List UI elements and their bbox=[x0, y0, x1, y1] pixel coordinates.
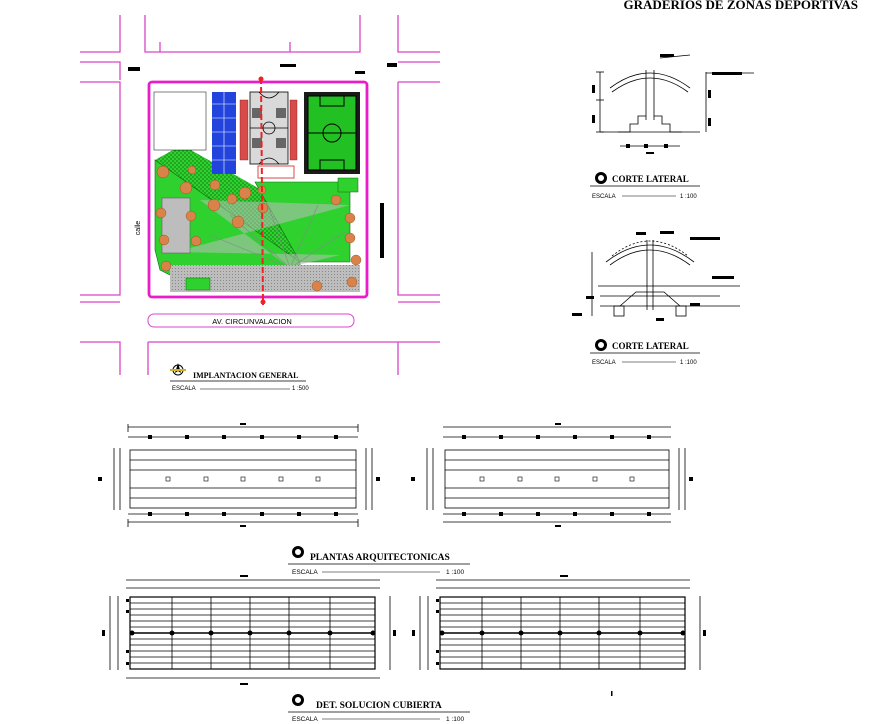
scale-value: 1 :100 bbox=[446, 716, 464, 723]
north-arrow-icon bbox=[595, 172, 607, 184]
north-arrow-icon bbox=[292, 694, 304, 706]
title-plantas: PLANTAS ARQUITECTONICAS ESCALA 1 :100 bbox=[288, 546, 470, 576]
scale-label: ESCALA bbox=[292, 569, 318, 576]
planta-right-marks bbox=[411, 423, 693, 527]
scale-label: ESCALA bbox=[292, 716, 318, 723]
street-label-south: AV. CIRCUNVALACION bbox=[212, 317, 291, 326]
north-arrow-icon bbox=[292, 546, 304, 558]
title-plantas-text: PLANTAS ARQUITECTONICAS bbox=[310, 553, 450, 563]
open-lot bbox=[153, 91, 207, 151]
soccer-field bbox=[304, 92, 360, 174]
cubierta-left bbox=[109, 579, 391, 679]
bleachers-red bbox=[239, 99, 298, 161]
trees bbox=[155, 165, 362, 292]
scale-value: 1 :100 bbox=[680, 360, 697, 366]
title-corte-2-text: CORTE LATERAL bbox=[612, 341, 689, 351]
parking-area bbox=[185, 177, 359, 291]
north-arrow-icon bbox=[595, 339, 607, 351]
title-corte-1-text: CORTE LATERAL bbox=[612, 174, 689, 184]
basketball-courts bbox=[249, 91, 289, 165]
title-cubierta-text: DET. SOLUCION CUBIERTA bbox=[316, 701, 442, 711]
section-axis bbox=[260, 77, 264, 306]
vegetation-area-east bbox=[254, 181, 351, 263]
sheet-title: GRADERIOS DE ZONAS DEPORTIVAS bbox=[624, 0, 858, 12]
planta-left-columns bbox=[165, 476, 321, 482]
corte-2-marks bbox=[572, 231, 734, 321]
title-implantacion-text: IMPLANTACION GENERAL bbox=[193, 371, 298, 380]
corte-lateral-1 bbox=[596, 54, 754, 147]
title-corte-1: CORTE LATERAL ESCALA 1 :100 bbox=[590, 172, 700, 200]
title-cubierta: DET. SOLUCION CUBIERTA ESCALA 1 :100 bbox=[288, 694, 470, 723]
court-blue-strip bbox=[212, 92, 236, 174]
plaza-fan-rays bbox=[209, 204, 346, 269]
scale-label: ESCALA bbox=[592, 360, 616, 366]
planta-right-columns bbox=[479, 476, 635, 482]
cubierta-right-nodes bbox=[412, 575, 706, 696]
north-arrow-icon bbox=[170, 363, 186, 376]
planta-right bbox=[426, 426, 686, 523]
street-label-west: calle bbox=[135, 221, 142, 236]
title-corte-2: CORTE LATERAL ESCALA 1 :100 bbox=[590, 339, 700, 366]
site-plan: AV. CIRCUNVALACION calle bbox=[80, 15, 440, 375]
avenue-outline bbox=[147, 313, 355, 328]
planta-left-marks bbox=[98, 423, 380, 527]
street-lines bbox=[80, 15, 440, 375]
scale-value: 1 :500 bbox=[292, 386, 309, 392]
corte-lateral-2 bbox=[591, 240, 740, 317]
service-building bbox=[257, 165, 295, 179]
scale-label: ESCALA bbox=[172, 386, 196, 392]
cubierta-right bbox=[419, 579, 701, 670]
corte-1-marks bbox=[592, 54, 742, 154]
planta-left bbox=[113, 424, 373, 527]
west-court bbox=[161, 197, 191, 254]
cubierta-left-nodes bbox=[102, 575, 396, 685]
title-implantacion: IMPLANTACION GENERAL ESCALA 1 :500 bbox=[170, 363, 309, 392]
scale-value: 1 :100 bbox=[680, 194, 697, 200]
scale-label: ESCALA bbox=[592, 194, 616, 200]
scale-value: 1 :100 bbox=[446, 569, 464, 576]
